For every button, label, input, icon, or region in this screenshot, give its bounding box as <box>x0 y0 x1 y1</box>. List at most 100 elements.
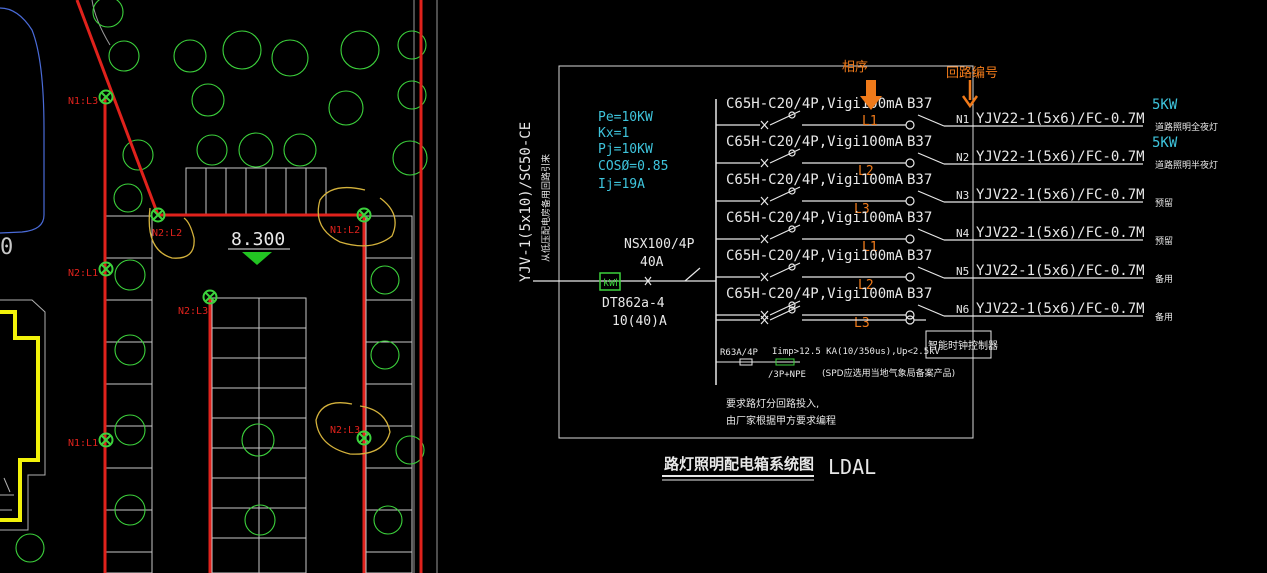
cable-label: YJV22-1(5x6)/FC-0.7M <box>976 187 1145 203</box>
breaker-x <box>760 272 769 282</box>
contactor-coil <box>905 234 915 244</box>
breaker-contact <box>769 186 801 202</box>
breaker-label: C65H-C20/4P,Vigi100mA <box>726 286 904 302</box>
usage-label: 道路照明全夜灯 <box>1155 121 1218 133</box>
breaker-contact <box>769 224 801 240</box>
node-label: N2:L3 <box>330 425 360 436</box>
circuit-id: N3 <box>956 189 969 202</box>
contactor-label: B37 <box>907 286 932 302</box>
load-label: 5KW <box>1152 97 1178 113</box>
breaker-x <box>760 234 769 244</box>
diagram-title: 路灯照明配电箱系统图 <box>664 455 814 473</box>
system-diagram: YJV-1(5x10)/SC50-CE 从低压配电房备用回路引来 kWh DT8… <box>518 60 1218 481</box>
main-breaker-model: NSX100/4P <box>624 237 695 252</box>
circuit-id: N6 <box>956 303 969 316</box>
breaker-label: C65H-C20/4P,Vigi100mA <box>726 172 904 188</box>
node-label: N1:L1 <box>68 438 98 449</box>
breaker-label: C65H-C20/4P,Vigi100mA <box>726 134 904 150</box>
energy-meter <box>599 272 621 291</box>
contactor-contact <box>917 190 945 203</box>
node-label: N1:L3 <box>68 96 98 107</box>
breaker-x <box>760 120 769 130</box>
lighting-cables <box>75 0 423 573</box>
rcd-symbol <box>788 301 796 309</box>
contactor-label: B37 <box>907 172 932 188</box>
contactor-coil <box>905 272 915 282</box>
spare-breaker <box>716 305 926 325</box>
building-outline <box>0 299 46 531</box>
cable-label: YJV22-1(5x6)/FC-0.7M <box>976 111 1145 127</box>
usage-label: 备用 <box>1155 311 1173 323</box>
contactor-coil <box>905 196 915 206</box>
trees <box>15 0 428 563</box>
breaker-contact <box>769 262 801 278</box>
contactor-label: B37 <box>907 134 932 150</box>
node-label: N2:L2 <box>152 228 182 239</box>
timer-box <box>925 330 992 359</box>
phase-label: L3 <box>854 202 870 217</box>
breaker-x <box>760 196 769 206</box>
circuit-id: N1 <box>956 113 969 126</box>
timer-label: 智能时钟控制器 <box>928 339 998 352</box>
breaker-contact <box>769 148 801 164</box>
rcd-symbol <box>788 187 796 195</box>
spd-symbol <box>739 358 753 366</box>
elevation-label: 8.300 <box>231 229 285 250</box>
spd-breaker: R63A/4P <box>720 348 759 358</box>
spd-arrester <box>775 358 795 366</box>
meter-rating: 10(40)A <box>612 314 667 329</box>
lamp-node <box>98 261 114 277</box>
phase-label: L2 <box>858 278 874 293</box>
load-label: 5KW <box>1152 135 1178 151</box>
cable-label: YJV22-1(5x6)/FC-0.7M <box>976 149 1145 165</box>
usage-label: 预留 <box>1155 235 1173 247</box>
site-plan: 0 <box>0 0 438 573</box>
meter-symbol: kWh <box>603 278 621 289</box>
rcd-symbol <box>788 225 796 233</box>
main-breaker-symbol <box>644 267 701 286</box>
node-label: N1:L2 <box>330 225 360 236</box>
contactor-contact <box>917 266 945 279</box>
spd-note: (SPD应选用当地气象局备案产品) <box>822 367 955 379</box>
breaker-label: C65H-C20/4P,Vigi100mA <box>726 210 904 226</box>
phase-annotation: 相序 <box>842 60 868 75</box>
param-cos: COSØ=0.85 <box>598 159 668 174</box>
elevation-triangle <box>242 252 272 265</box>
cable-label: YJV22-1(5x6)/FC-0.7M <box>976 263 1145 279</box>
breaker-x <box>760 158 769 168</box>
rcd-symbol <box>788 111 796 119</box>
phase-label: L1 <box>862 240 878 255</box>
param-kx: Kx=1 <box>598 126 629 141</box>
contactor-coil <box>905 310 915 320</box>
breaker-contact <box>769 110 801 126</box>
contactor-contact <box>917 114 945 127</box>
diagram-frame <box>558 65 974 439</box>
lamp-node <box>98 89 114 105</box>
meter-model: DT862a-4 <box>602 296 665 311</box>
usage-label: 预留 <box>1155 197 1173 209</box>
breaker-label: C65H-C20/4P,Vigi100mA <box>726 248 904 264</box>
lamp-node <box>356 207 372 223</box>
note-line-2: 由厂家根据甲方要求编程 <box>726 414 836 427</box>
arrow-icon <box>860 80 882 110</box>
circuit-id: N2 <box>956 151 969 164</box>
site-boundary <box>0 7 45 234</box>
contactor-contact <box>917 304 945 317</box>
usage-label: 备用 <box>1155 273 1173 285</box>
circuit-id: N4 <box>956 227 970 240</box>
phase-label: L2 <box>858 164 874 179</box>
lamp-node <box>98 432 114 448</box>
usage-label: 道路照明半夜灯 <box>1155 159 1218 171</box>
spd-poles: /3P+NPE <box>768 370 806 380</box>
phase-label: L1 <box>862 114 878 129</box>
lamp-node <box>356 430 372 446</box>
contactor-label: B37 <box>907 96 932 112</box>
note-line-1: 要求路灯分回路投入, <box>726 397 819 410</box>
circuit-id-annotation: 回路编号 <box>946 65 998 81</box>
contactor-label: B37 <box>907 210 932 226</box>
contactor-label: B37 <box>907 248 932 264</box>
diagram-code: LDAL <box>828 455 876 479</box>
contactor-coil <box>905 120 915 130</box>
